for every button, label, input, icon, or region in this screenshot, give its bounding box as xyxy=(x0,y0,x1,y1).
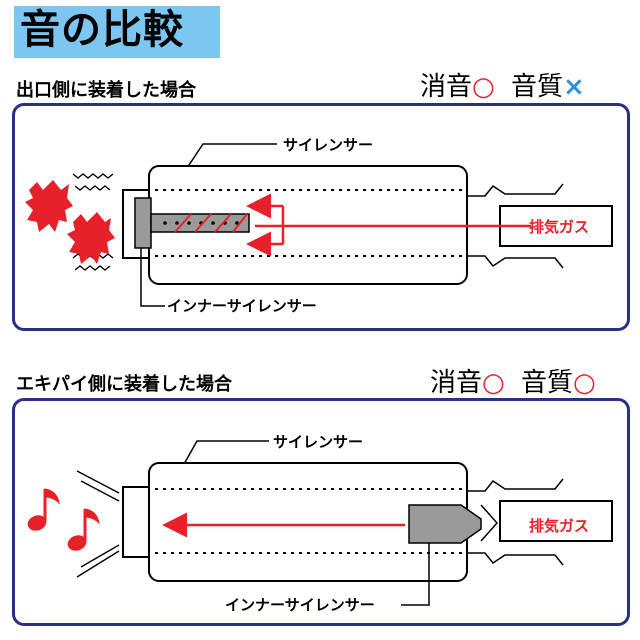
section1-rating-b-mark: × xyxy=(562,72,585,102)
inner-silencer-flange xyxy=(134,197,152,249)
spring-top xyxy=(467,183,564,197)
section1-panel: サイレンサー 排気ガス インナーサイレンサー xyxy=(12,103,630,331)
section1-rating-a-mark: ○ xyxy=(472,72,495,102)
title-banner xyxy=(14,6,220,58)
section1-rating-a-label: 消音 xyxy=(420,72,473,102)
section2-rating: 消音○ 音質○ xyxy=(430,362,596,399)
page-title: 音の比較 xyxy=(20,7,184,53)
section2-rating-a-label: 消音 xyxy=(430,368,483,398)
inner-callout-line xyxy=(401,543,430,606)
sound-wave-icon xyxy=(76,470,120,578)
inner-silencer-cone xyxy=(480,504,499,542)
gas-turbulence xyxy=(174,213,248,233)
silencer-label: サイレンサー xyxy=(283,136,373,154)
section1-diagram: サイレンサー 排気ガス インナーサイレンサー xyxy=(25,136,613,315)
exit-cap xyxy=(122,486,150,558)
section2-diagram: サイレンサー 排気ガス インナーサイレンサー xyxy=(27,433,613,614)
section1-rating: 消音○ 音質× xyxy=(420,66,585,103)
inner-silencer-body xyxy=(408,504,482,544)
section2-rating-a-mark: ○ xyxy=(482,368,505,398)
gas-label: 排気ガス xyxy=(529,517,589,535)
inner-silencer-label: インナーサイレンサー xyxy=(225,596,375,614)
section1-label: 出口側に装着した場合 xyxy=(16,80,196,101)
section1-rating-b-label: 音質 xyxy=(510,72,563,102)
section2-rating-b-label: 音質 xyxy=(520,368,573,398)
gas-label: 排気ガス xyxy=(529,218,589,236)
inner-silencer-label: インナーサイレンサー xyxy=(167,297,317,315)
silencer-callout-line xyxy=(184,143,277,172)
spring-bottom xyxy=(467,255,564,269)
spring-top xyxy=(467,478,564,492)
silencer-label: サイレンサー xyxy=(273,433,363,451)
inlet-pipe xyxy=(499,500,613,542)
section2-rating-b-mark: ○ xyxy=(572,368,596,398)
music-note-icon xyxy=(25,180,115,264)
section2-panel: サイレンサー 排気ガス インナーサイレンサー xyxy=(12,398,630,626)
section2-label: エキパイ側に装着した場合 xyxy=(16,374,232,395)
music-note-icon xyxy=(27,488,100,551)
inner-callout-line xyxy=(140,248,165,307)
spring-bottom xyxy=(467,552,564,566)
